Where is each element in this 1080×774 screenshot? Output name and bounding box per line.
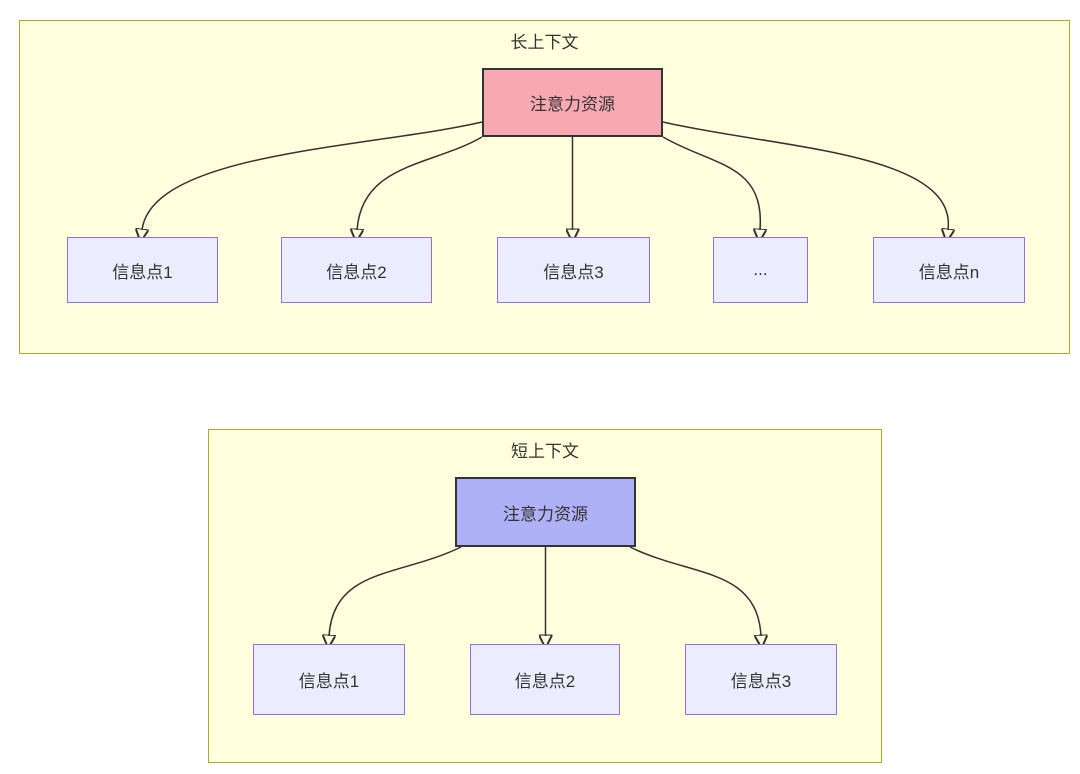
info-point-2-short: 信息点2 xyxy=(470,644,620,715)
info-point-1-long: 信息点1 xyxy=(67,237,218,303)
info-point-ellipsis-long: ... xyxy=(713,237,808,303)
cluster-long-title: 长上下文 xyxy=(510,33,579,52)
cluster-short-title: 短上下文 xyxy=(511,442,579,461)
info-point-3-long: 信息点3 xyxy=(497,237,650,303)
attention-resource-node-long: 注意力资源 xyxy=(482,68,663,137)
info-point-n-long: 信息点n xyxy=(873,237,1025,303)
info-point-3-short: 信息点3 xyxy=(685,644,837,715)
info-point-2-long: 信息点2 xyxy=(281,237,432,303)
attention-resource-node-short: 注意力资源 xyxy=(455,477,636,547)
info-point-1-short: 信息点1 xyxy=(253,644,405,715)
